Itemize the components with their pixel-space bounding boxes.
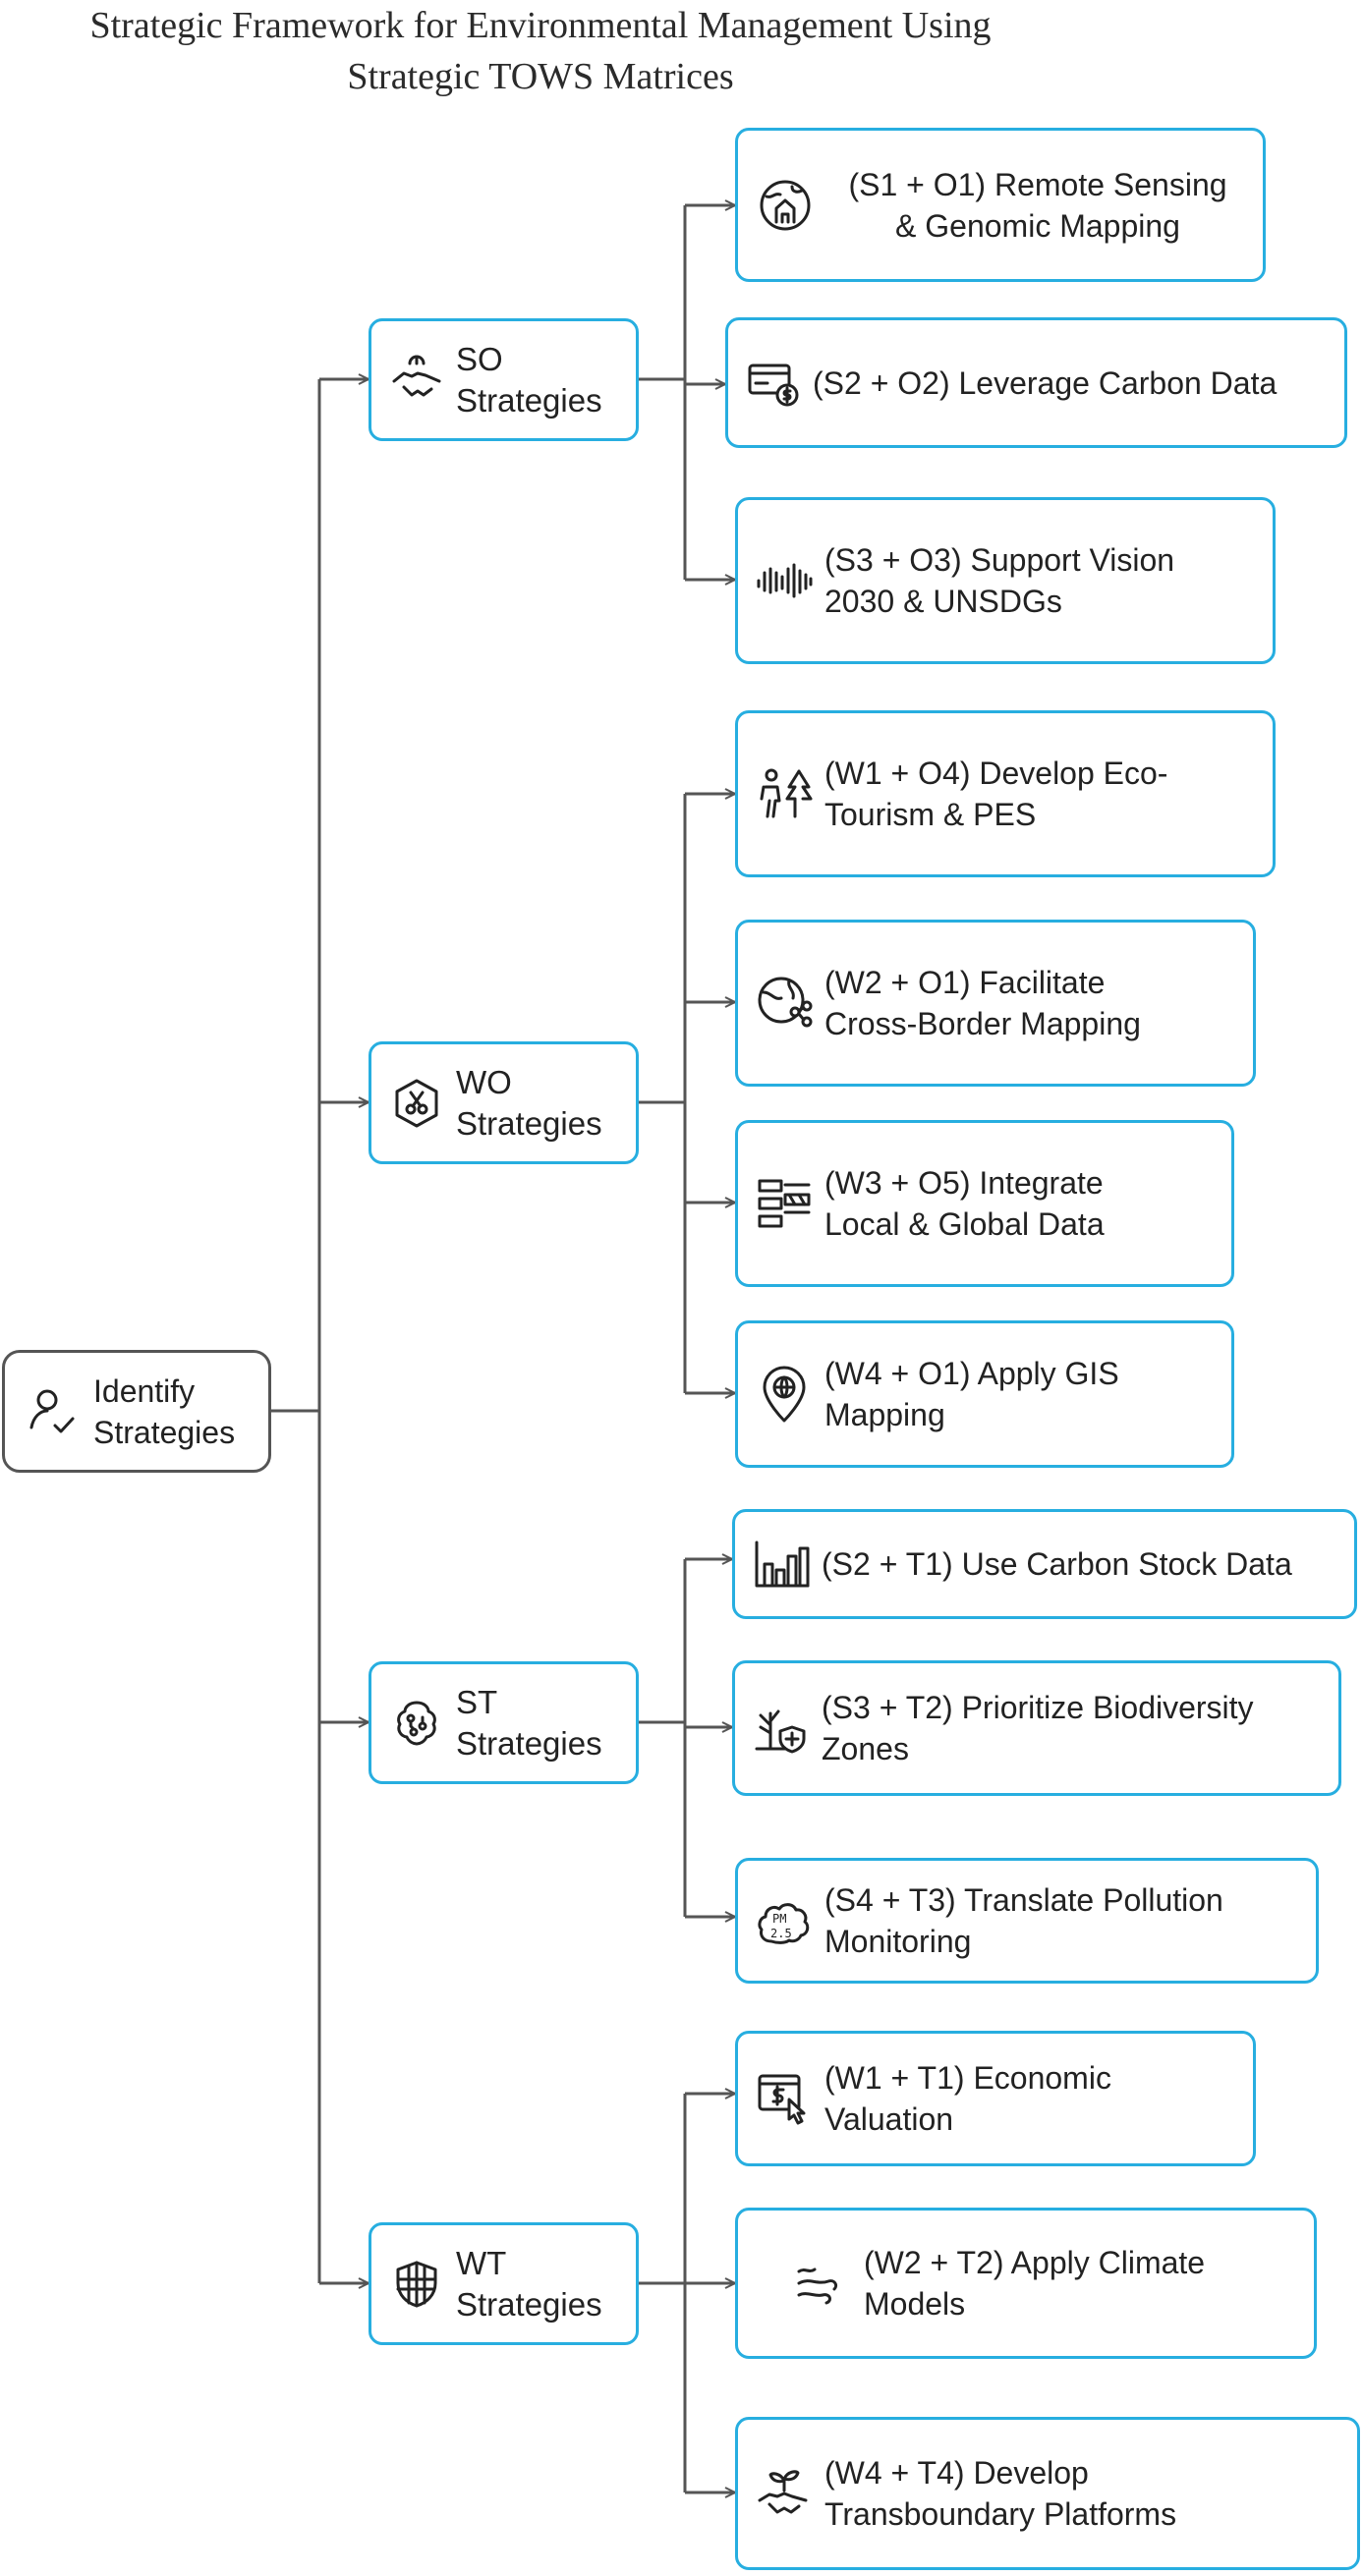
hiker-tree-icon	[756, 765, 813, 822]
root-node-identify-strategies[interactable]: Identify Strategies	[2, 1350, 271, 1473]
item-st-1[interactable]: (S2 + T1) Use Carbon Stock Data	[732, 1509, 1357, 1619]
group-wo-strategies[interactable]: WO Strategies	[369, 1041, 639, 1164]
item-wo-4[interactable]: (W4 + O1) Apply GIS Mapping	[735, 1320, 1234, 1468]
item-so-1[interactable]: (S1 + O1) Remote Sensing & Genomic Mappi…	[735, 128, 1266, 282]
hexagon-scissors-icon	[389, 1077, 444, 1130]
item-wt-2[interactable]: (W2 + T2) Apply Climate Models	[735, 2208, 1317, 2359]
waveform-icon	[756, 561, 813, 600]
title-line-1: Strategic Framework for Environmental Ma…	[89, 5, 992, 46]
item-wt-1[interactable]: (W1 + T1) Economic Valuation	[735, 2031, 1256, 2166]
group-so-line-2: Strategies	[456, 381, 602, 419]
item-wo-3[interactable]: (W3 + O5) Integrate Local & Global Data	[735, 1120, 1234, 1287]
item-wo-3-line-1: (W3 + O5) Integrate	[824, 1165, 1104, 1201]
item-wo-4-line-2: Mapping	[824, 1397, 945, 1432]
item-so-3-line-1: (S3 + O3) Support Vision	[824, 542, 1175, 578]
item-so-3-line-2: 2030 & UNSDGs	[824, 584, 1062, 619]
dollar-screen-click-icon	[756, 2070, 813, 2127]
item-st-3-line-1: (S4 + T3) Translate Pollution	[824, 1882, 1223, 1918]
item-wt-2-line-1: (W2 + T2) Apply Climate	[864, 2245, 1206, 2280]
group-so-strategies[interactable]: SO Strategies	[369, 318, 639, 441]
item-so-2-line-1: (S2 + O2) Leverage Carbon Data	[813, 364, 1278, 401]
group-wt-line-2: Strategies	[456, 2285, 602, 2323]
group-st-strategies[interactable]: ST Strategies	[369, 1661, 639, 1784]
item-st-2-line-2: Zones	[822, 1731, 909, 1766]
group-so-line-1: SO	[456, 340, 503, 377]
item-wo-2[interactable]: (W2 + O1) Facilitate Cross-Border Mappin…	[735, 920, 1256, 1087]
bar-chart-icon	[753, 1539, 810, 1590]
item-st-2[interactable]: (S3 + T2) Prioritize Biodiversity Zones	[732, 1660, 1341, 1796]
shield-grid-icon	[389, 2258, 444, 2311]
item-wo-3-line-2: Local & Global Data	[824, 1206, 1105, 1242]
sprout-handshake-icon	[756, 2465, 813, 2522]
data-grid-icon	[756, 1175, 813, 1232]
item-wo-4-line-1: (W4 + O1) Apply GIS	[824, 1356, 1119, 1391]
wind-icon	[795, 2262, 850, 2305]
item-wo-2-line-2: Cross-Border Mapping	[824, 1006, 1141, 1041]
item-st-3-line-2: Monitoring	[824, 1924, 972, 1959]
group-st-line-2: Strategies	[456, 1724, 602, 1762]
globe-share-icon	[756, 975, 813, 1032]
item-so-3[interactable]: (S3 + O3) Support Vision 2030 & UNSDGs	[735, 497, 1276, 664]
root-label-line-2: Strategies	[93, 1414, 236, 1450]
title-line-2: Strategic TOWS Matrices	[347, 56, 734, 97]
item-wo-1-line-1: (W1 + O4) Develop Eco-	[824, 756, 1168, 791]
credit-card-dollar-icon	[746, 356, 801, 411]
plant-shield-icon	[753, 1700, 810, 1757]
page-title: Strategic Framework for Environmental Ma…	[0, 0, 1081, 102]
item-wo-2-line-1: (W2 + O1) Facilitate	[824, 965, 1106, 1000]
group-wo-line-2: Strategies	[456, 1104, 602, 1142]
item-wt-3-line-1: (W4 + T4) Develop	[824, 2455, 1089, 2491]
group-st-line-1: ST	[456, 1683, 498, 1720]
person-check-icon	[25, 1384, 82, 1439]
pm25-cloud-icon: PM 2.5	[756, 1892, 813, 1949]
brain-circuit-icon	[389, 1697, 444, 1750]
item-wt-1-line-1: (W1 + T1) Economic	[824, 2060, 1111, 2096]
item-wt-3[interactable]: (W4 + T4) Develop Transboundary Platform…	[735, 2417, 1360, 2570]
item-st-3[interactable]: PM 2.5 (S4 + T3) Translate Pollution Mon…	[735, 1858, 1319, 1984]
item-so-1-line-1: (S1 + O1) Remote Sensing	[848, 166, 1227, 202]
svg-text:2.5: 2.5	[770, 1927, 792, 1940]
svg-text:PM: PM	[772, 1912, 786, 1926]
item-so-2[interactable]: (S2 + O2) Leverage Carbon Data	[725, 317, 1347, 448]
item-wo-1-line-2: Tourism & PES	[824, 797, 1037, 832]
root-label-line-1: Identify	[93, 1372, 196, 1409]
item-wo-1[interactable]: (W1 + O4) Develop Eco- Tourism & PES	[735, 710, 1276, 877]
item-wt-2-line-2: Models	[864, 2286, 966, 2322]
group-wt-line-1: WT	[456, 2244, 507, 2281]
group-wt-strategies[interactable]: WT Strategies	[369, 2222, 639, 2345]
item-st-1-line-1: (S2 + T1) Use Carbon Stock Data	[822, 1546, 1292, 1582]
group-wo-line-1: WO	[456, 1063, 512, 1100]
item-st-2-line-1: (S3 + T2) Prioritize Biodiversity	[822, 1690, 1254, 1725]
map-pin-globe-icon	[756, 1366, 813, 1423]
item-wt-3-line-2: Transboundary Platforms	[824, 2496, 1177, 2532]
globe-house-icon	[756, 177, 815, 234]
handshake-icon	[389, 354, 444, 407]
item-wt-1-line-2: Valuation	[824, 2101, 954, 2137]
item-so-1-line-2: & Genomic Mapping	[895, 207, 1180, 244]
